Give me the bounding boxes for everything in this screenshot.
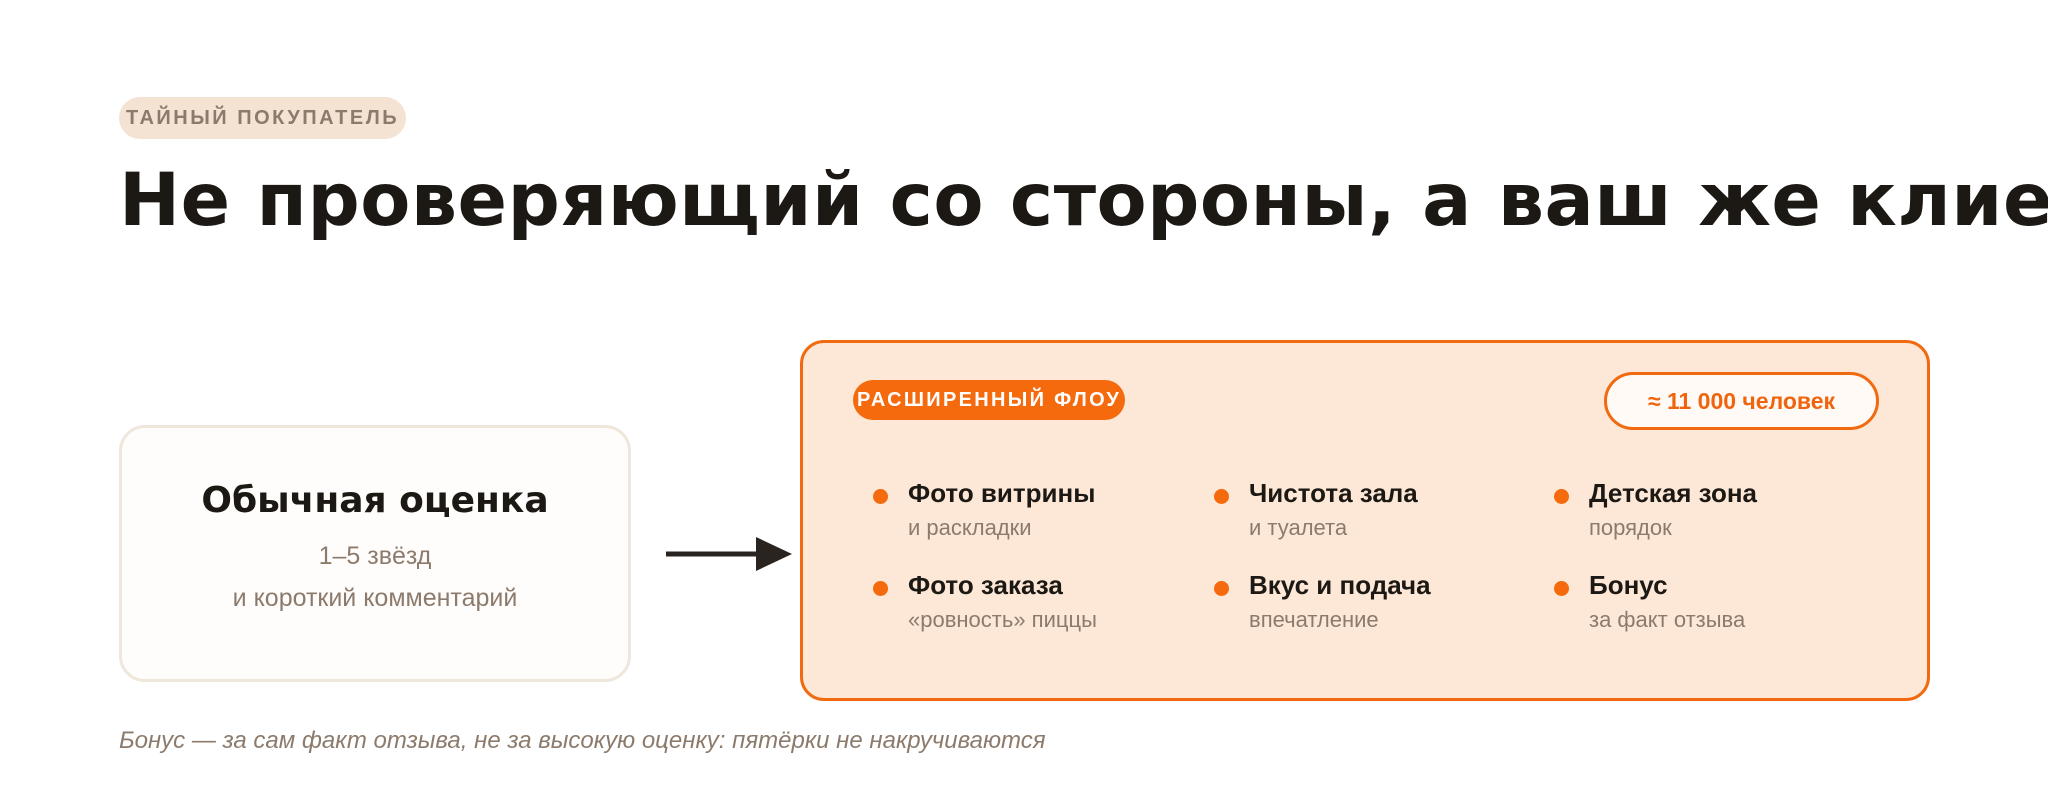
flow-item-subtitle: впечатление — [1249, 607, 1379, 632]
plain-card-line2: и короткий комментарий — [232, 584, 518, 612]
right-arrow-icon — [666, 537, 792, 571]
bullet-dot-icon — [1554, 489, 1569, 504]
footnote: Бонус — за сам факт отзыва, не за высоку… — [119, 727, 1046, 754]
bullet-dot-icon — [873, 581, 888, 596]
flow-item-subtitle: «ровность» пиццы — [908, 607, 1097, 632]
flow-item-subtitle: и раскладки — [908, 515, 1032, 540]
flow-item-subtitle: порядок — [1589, 515, 1672, 540]
flow-item-subtitle: и туалета — [1249, 515, 1348, 540]
flow-item-title: Бонус — [1589, 570, 1668, 600]
bullet-dot-icon — [1214, 489, 1229, 504]
flow-item-title: Вкус и подача — [1249, 570, 1431, 600]
plain-card-line1: 1–5 звёзд — [318, 542, 432, 570]
plain-card-title: Обычная оценка — [201, 480, 549, 521]
flow-item-subtitle: за факт отзыва — [1589, 607, 1746, 632]
flow-item-title: Фото витрины — [908, 478, 1096, 508]
flow-item-title: Фото заказа — [908, 570, 1063, 600]
extended-flow-card: РАСШИРЕННЫЙ ФЛОУ ≈ 11 000 человек Фото в… — [800, 340, 1930, 701]
page-title: Не проверяющий со стороны, а ваш же клие… — [119, 158, 2048, 243]
bullet-dot-icon — [1214, 581, 1229, 596]
plain-card-description: 1–5 звёзд и короткий комментарий — [122, 535, 628, 619]
bullet-dot-icon — [1554, 581, 1569, 596]
bullet-dot-icon — [873, 489, 888, 504]
flow-item-title: Чистота зала — [1249, 478, 1418, 508]
flow-badge: РАСШИРЕННЫЙ ФЛОУ — [853, 380, 1126, 420]
audience-count-pill: ≈ 11 000 человек — [1604, 372, 1879, 430]
section-tag: ТАЙНЫЙ ПОКУПАТЕЛЬ — [119, 97, 407, 139]
plain-rating-card: Обычная оценка 1–5 звёзд и короткий комм… — [119, 425, 631, 682]
flow-item-title: Детская зона — [1589, 478, 1757, 508]
